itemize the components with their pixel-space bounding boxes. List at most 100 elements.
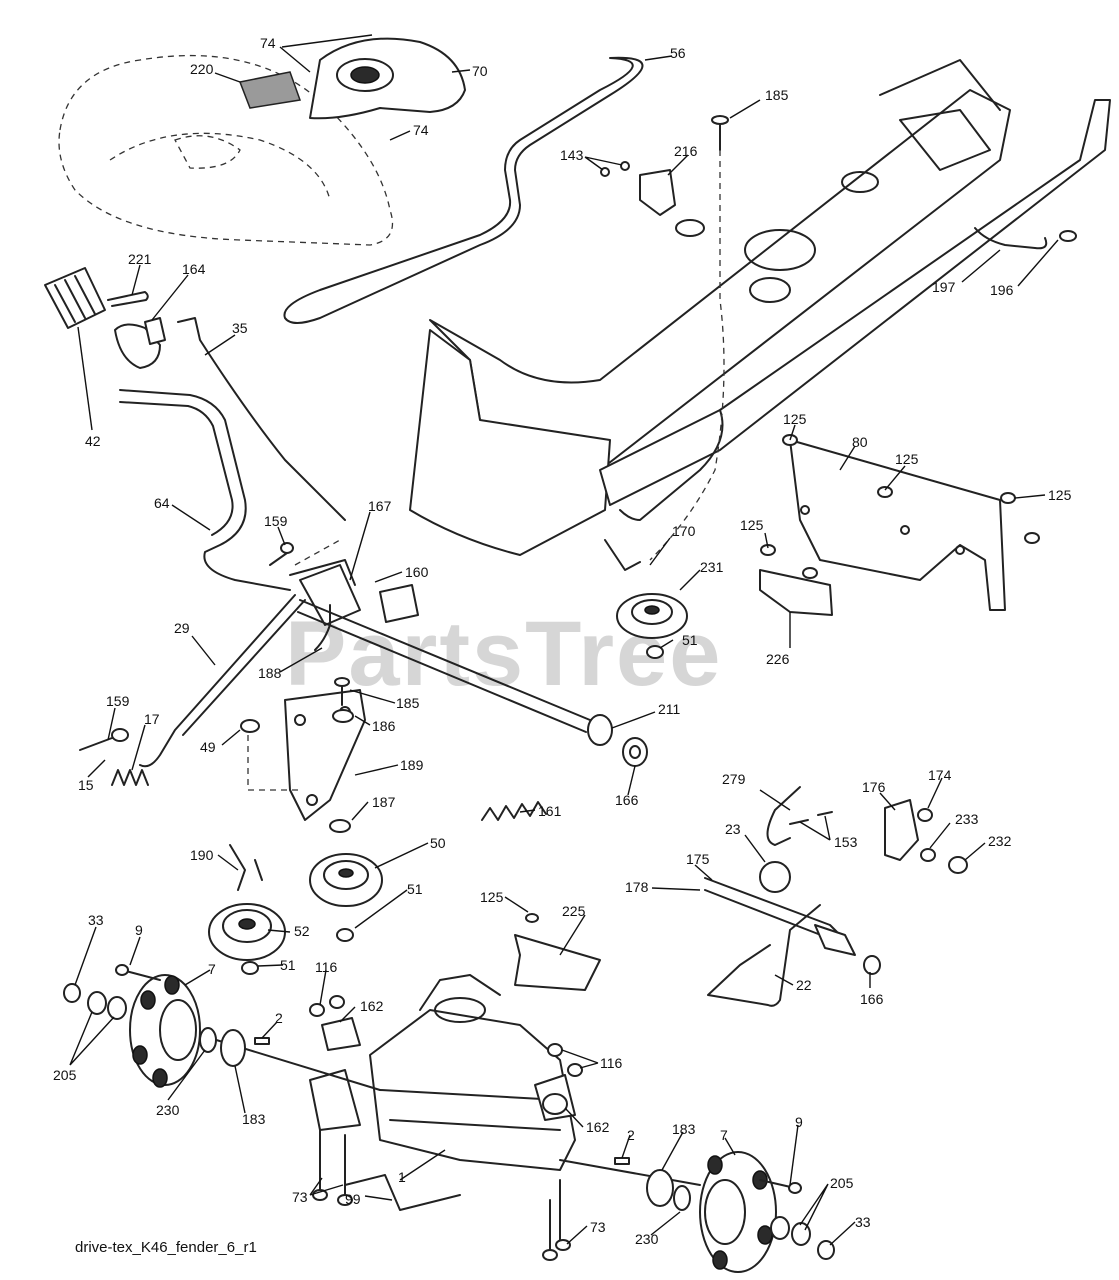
bolt-232: [948, 856, 968, 874]
callout-label: 186: [372, 718, 396, 734]
spacer-230-right: [673, 1185, 691, 1211]
fender-outline: [58, 54, 394, 246]
cross-shaft-211: [297, 599, 613, 746]
callout-label: 7: [208, 961, 216, 977]
bolt-159-left: [79, 728, 129, 751]
callout-label: 160: [405, 564, 429, 580]
nut-33-right: [817, 1240, 835, 1260]
callout-label: 167: [368, 498, 392, 514]
clip-174: [917, 808, 933, 822]
callout-label: 51: [407, 881, 423, 897]
callout-label: 166: [860, 991, 884, 1007]
callout-label: 51: [280, 957, 296, 973]
callout-labels: 74 220 70 56 185 143 216 74 221 164 35 1…: [53, 35, 1072, 1247]
rod-35: [177, 317, 346, 521]
rod-190: [229, 844, 263, 891]
callout-label: 164: [182, 261, 206, 277]
callout-label: 74: [260, 35, 276, 51]
ball-23: [759, 861, 791, 893]
callout-label: 125: [1048, 487, 1072, 503]
callout-label: 220: [190, 61, 214, 77]
axle-right: [559, 1159, 701, 1186]
callout-label: 175: [686, 851, 710, 867]
rod-197: [974, 227, 1048, 250]
bushing-166-right: [863, 955, 881, 975]
bolt-159-mid: [269, 542, 294, 566]
bolt-185-top: [649, 115, 729, 561]
frame-plate-80: [789, 439, 1006, 611]
callout-label: 17: [144, 711, 160, 727]
callout-label: 7: [720, 1127, 728, 1143]
key-2-left: [254, 1037, 270, 1045]
callout-label: 143: [560, 147, 584, 163]
callout-label: 49: [200, 739, 216, 755]
grip-42: [44, 267, 106, 329]
main-frame: [409, 59, 1111, 556]
callout-label: 2: [627, 1127, 635, 1143]
callout-label: 56: [670, 45, 686, 61]
pulley-52: [208, 903, 286, 961]
spacer-230-left: [199, 1027, 217, 1053]
spring-17: [111, 769, 149, 786]
bolt-49: [240, 719, 300, 791]
washer-187: [329, 819, 351, 833]
bracket-226: [759, 569, 833, 616]
callout-label: 80: [852, 434, 868, 450]
bolt-9-left: [115, 964, 161, 981]
callout-label: 42: [85, 433, 101, 449]
bushing-183-left: [220, 1029, 246, 1067]
nut-51-lower: [241, 961, 259, 975]
callout-label: 73: [590, 1219, 606, 1235]
bracket-160: [379, 584, 419, 623]
nut-51-upper: [646, 645, 664, 659]
hook-170: [604, 539, 641, 571]
callout-label: 125: [480, 889, 504, 905]
bolts-125: [760, 434, 1040, 579]
hub-right-7: [699, 1151, 777, 1273]
rod-279: [766, 786, 801, 846]
idler-plate-189: [284, 689, 366, 821]
bushing-166: [622, 737, 648, 767]
rod-29: [139, 594, 306, 768]
callout-label: 23: [725, 821, 741, 837]
callout-label: 125: [895, 451, 919, 467]
callout-label: 51: [682, 632, 698, 648]
clip-221: [107, 291, 149, 307]
diagram-caption: drive-tex_K46_fender_6_r1: [75, 1239, 257, 1256]
callout-label: 187: [372, 794, 396, 810]
transaxle-1: [309, 974, 576, 1171]
bracket-162-right: [542, 1093, 568, 1115]
leader-lines: [69, 34, 1059, 1246]
callout-label: 188: [258, 665, 282, 681]
callout-label: 125: [783, 411, 807, 427]
callout-label: 35: [232, 320, 248, 336]
callout-label: 185: [765, 87, 789, 103]
bolt-185-mid: [334, 677, 350, 706]
nut-51-mid: [336, 928, 354, 942]
bracket-216: [600, 161, 676, 216]
bushing-183-right: [646, 1169, 674, 1207]
callout-label: 231: [700, 559, 724, 575]
callout-label: 166: [615, 792, 639, 808]
callout-label: 52: [294, 923, 310, 939]
callout-label: 183: [672, 1121, 696, 1137]
pulley-50: [309, 853, 383, 907]
rod-99: [344, 1174, 461, 1211]
hub-left-7: [129, 974, 201, 1088]
callout-label: 185: [396, 695, 420, 711]
callout-label: 64: [154, 495, 170, 511]
callout-label: 9: [795, 1114, 803, 1130]
callout-label: 232: [988, 833, 1012, 849]
callout-label: 211: [658, 701, 681, 717]
callout-label: 22: [796, 977, 812, 993]
spacer-186: [332, 709, 354, 723]
callout-label: 279: [722, 771, 746, 787]
callout-label: 205: [53, 1067, 77, 1083]
key-2-right: [614, 1157, 630, 1165]
callout-label: 70: [472, 63, 488, 79]
washers-205-left: [87, 991, 127, 1020]
bracket-225: [514, 913, 601, 991]
callout-label: 153: [834, 834, 858, 850]
callout-label: 230: [156, 1102, 180, 1118]
callout-label: 197: [932, 279, 956, 295]
